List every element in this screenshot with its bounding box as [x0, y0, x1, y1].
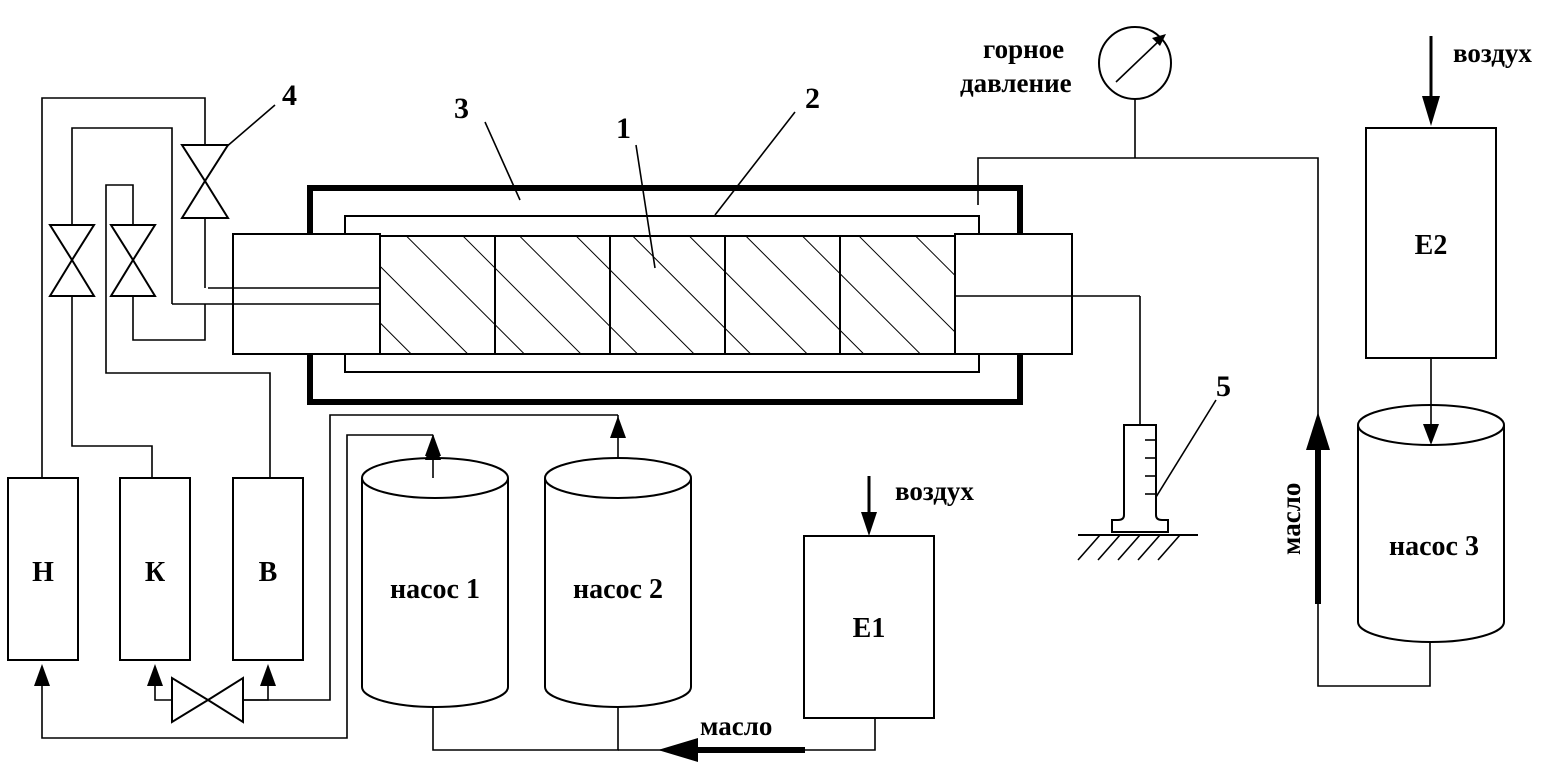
- oil-label-right: масло: [1276, 483, 1306, 555]
- vessel-n-label: Н: [32, 557, 54, 588]
- outlet-plug: [954, 233, 1140, 355]
- label-cylinder-number: 5: [1216, 370, 1231, 403]
- bottom-valve: [171, 676, 244, 724]
- air-label-e1: воздух: [895, 476, 974, 506]
- valve-k: [48, 224, 96, 297]
- oil-feed-pipe-e1: [432, 707, 876, 762]
- confining-pressure-pipe: [977, 99, 1431, 687]
- pump-3: [1357, 358, 1505, 643]
- inlet-plug: [172, 233, 381, 355]
- pump-2-label: насос 2: [573, 574, 663, 605]
- rock-pressure-label-line1: горное: [983, 34, 1064, 64]
- measuring-cylinder: [1077, 296, 1198, 561]
- vessel-v: [232, 477, 304, 661]
- oil-label-bottom: масло: [700, 711, 772, 741]
- label-sleeve-number: 2: [805, 82, 820, 115]
- container-e1: [803, 535, 935, 719]
- vessel-n: [7, 477, 79, 661]
- container-e2: [1365, 127, 1497, 359]
- piping-k-line: [71, 127, 173, 478]
- pump-3-label: насос 3: [1389, 531, 1479, 562]
- valve-4: [180, 144, 230, 219]
- label-valve-number: 4: [282, 79, 297, 112]
- pump-1-label: насос 1: [390, 574, 480, 605]
- container-e1-label: Е1: [853, 613, 886, 644]
- vessel-v-label: В: [259, 557, 278, 588]
- core-samples: [379, 235, 956, 355]
- air-inlet-e1: [861, 476, 877, 536]
- container-e2-label: Е2: [1415, 230, 1448, 261]
- piping-v-line: [105, 184, 271, 478]
- air-inlet-e2: [1422, 36, 1440, 126]
- piping-n-line: [41, 97, 206, 478]
- vessel-k-label: К: [145, 557, 166, 588]
- air-label-e2: воздух: [1453, 38, 1532, 68]
- pressure-gauge-icon: [1098, 26, 1172, 100]
- pump-2: [544, 457, 692, 708]
- label-core-number: 1: [616, 112, 631, 145]
- label-annulus-number: 3: [454, 92, 469, 125]
- pump-1: [361, 438, 509, 708]
- valve-v: [109, 224, 157, 297]
- rock-pressure-label-line2: давление: [960, 68, 1072, 98]
- vessel-k: [119, 477, 191, 661]
